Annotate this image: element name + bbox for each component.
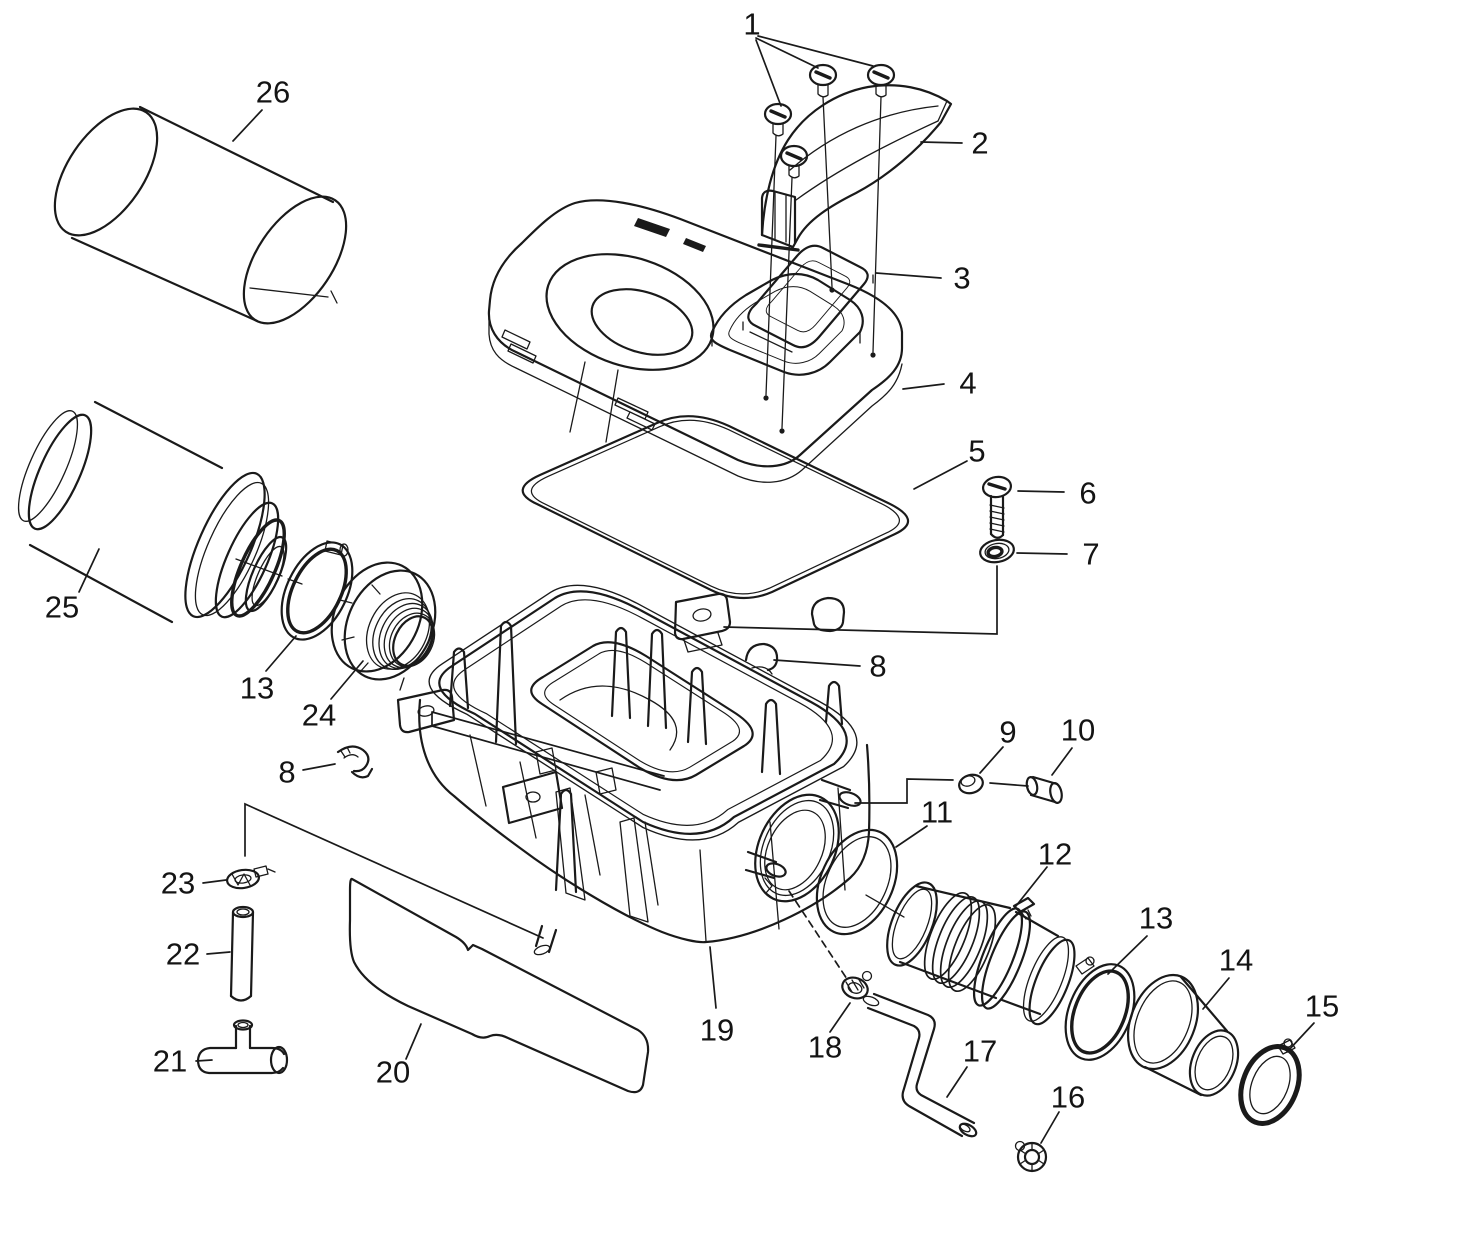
screw [808,63,838,293]
callout-16: 16 [1050,1079,1086,1115]
part-16-nut [1014,1140,1048,1173]
callout-5: 5 [968,433,986,469]
callout-18: 18 [807,1029,843,1065]
part-19-airbox-body [396,584,871,956]
part-23-clamp [226,865,276,890]
screw [763,102,793,401]
part-11-o-ring [815,828,905,936]
part-21-tee-fitting [196,1019,289,1075]
callout-13-13: 13 [239,670,275,706]
part-1-screws [763,63,896,434]
callout-19: 19 [699,1012,735,1048]
part-17-drain-hose [862,992,978,1138]
callout-1: 1 [743,6,761,42]
callout-6: 6 [1079,475,1097,511]
callout-7: 7 [1082,536,1100,572]
callout-21: 21 [152,1043,188,1079]
callout-2: 2 [971,125,989,161]
callout-23: 23 [160,865,196,901]
part-5-gasket [521,415,909,600]
part-7-washer [979,538,1015,564]
callout-4: 4 [959,365,977,401]
callout-13-14: 13 [1138,900,1174,936]
part-15-clamp [1238,1038,1302,1126]
callout-17: 17 [962,1033,998,1069]
callout-22: 22 [165,936,201,972]
callout-10: 10 [1060,712,1096,748]
callout-20: 20 [375,1054,411,1090]
part-9-plug [958,773,984,795]
callout-12: 12 [1037,836,1073,872]
screw [779,144,809,434]
callout-26: 26 [255,74,291,110]
part-14-reducer-boot [1127,973,1240,1097]
part-22-drain-tube [229,905,255,1002]
part-10-fitting [1025,775,1063,804]
callout-25: 25 [44,589,80,625]
callout-9: 9 [999,714,1017,750]
part-20-foam-seal [348,877,650,1094]
callout-14: 14 [1218,942,1254,978]
part-26-intake-tube [53,105,348,325]
part-8-clip-left [336,745,374,779]
part-18-hose-clamp [841,970,873,1000]
part-2-intake-duct [757,84,953,252]
part-6-screw [981,475,1013,539]
part-4-airbox-cover [487,199,904,483]
callout-8-8: 8 [278,754,296,790]
callout-15: 15 [1304,988,1340,1024]
callout-11: 11 [920,794,954,830]
leader-lines [78,35,1315,1144]
screw [866,63,896,358]
callout-3: 3 [953,260,971,296]
part-25-air-filter [17,400,303,624]
callout-24: 24 [301,697,337,733]
part-12-intake-boot [886,881,1076,1026]
callout-8-7: 8 [869,648,887,684]
part-24-lock-ring [330,561,437,691]
